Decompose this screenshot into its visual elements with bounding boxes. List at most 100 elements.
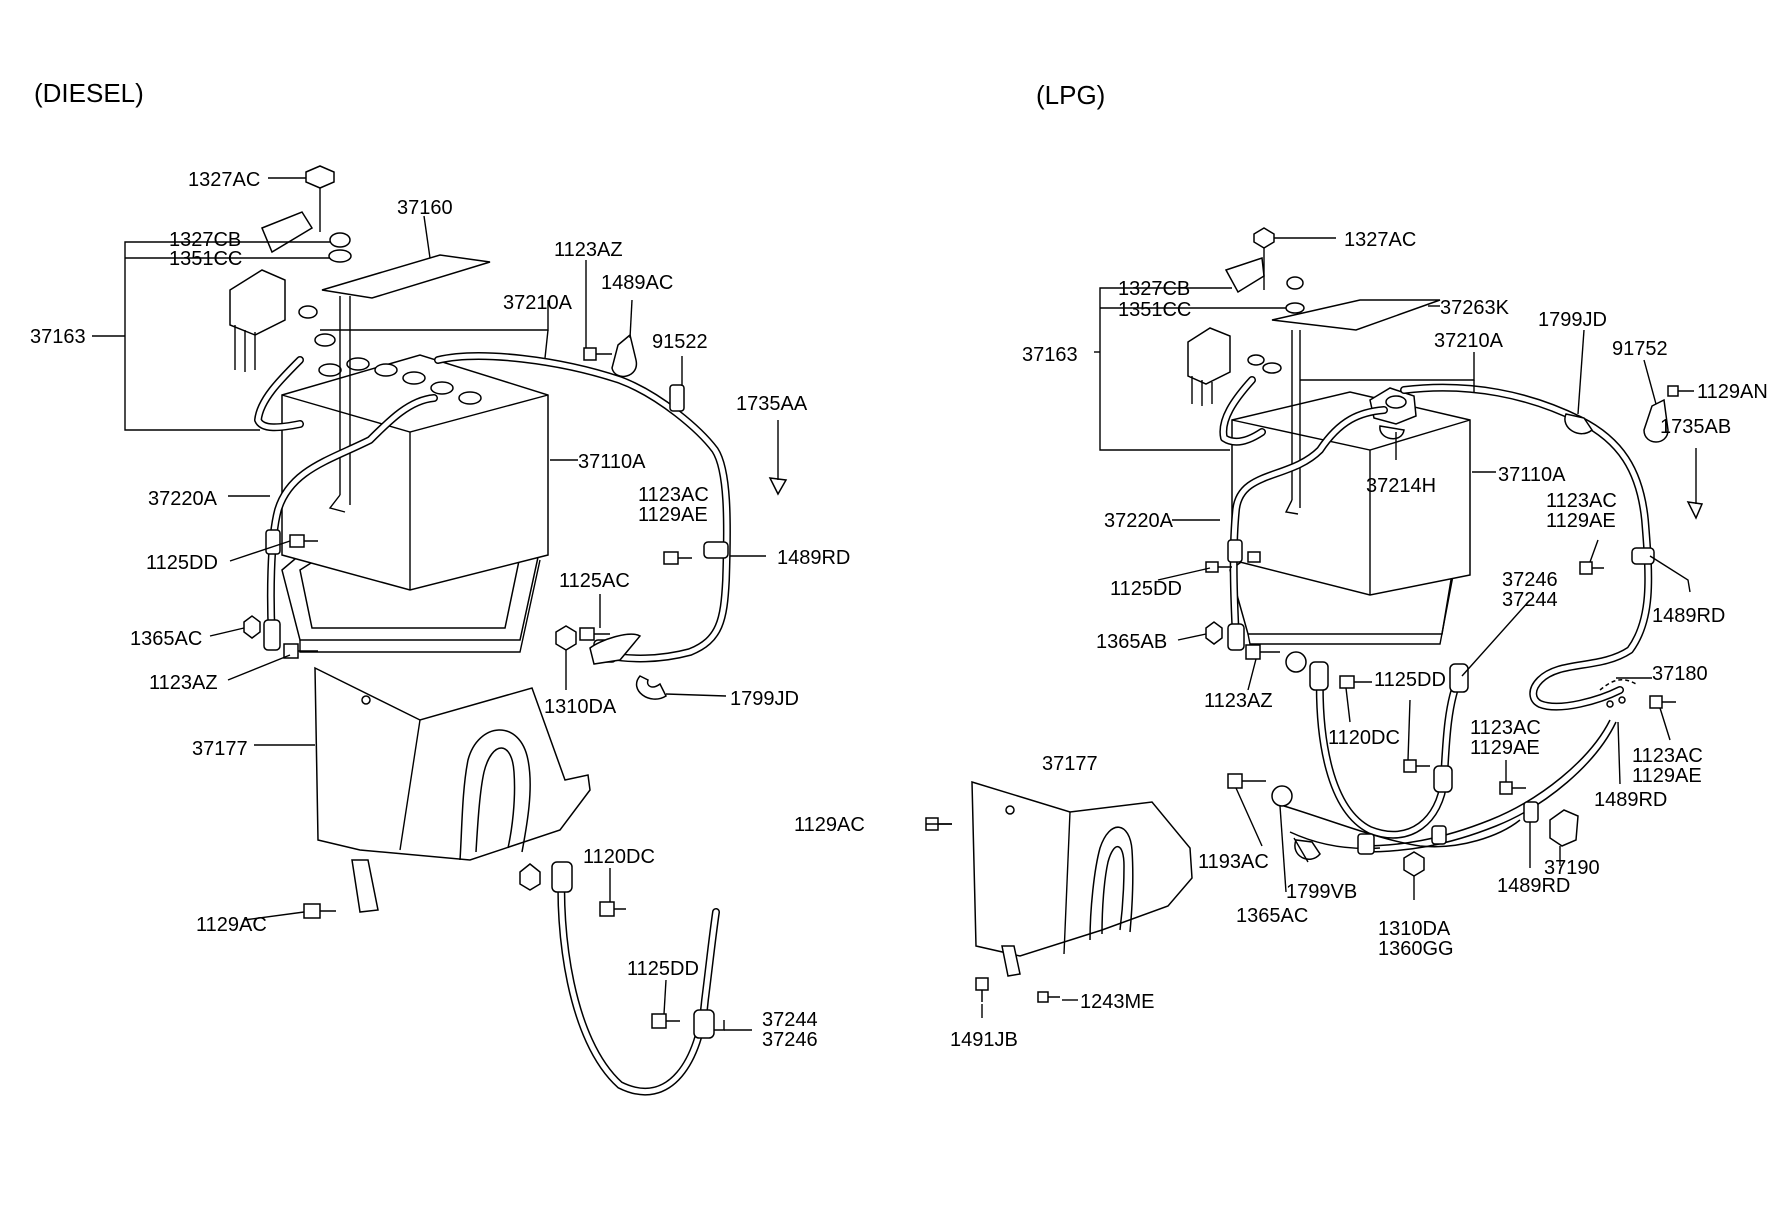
lpg-bolt-1129AN [1667, 385, 1694, 397]
diesel-bolt-1125DD-bottom [651, 1013, 680, 1029]
label-lpg-37180: 37180 [1652, 663, 1708, 685]
label-diesel-1125DD: 1125DD [146, 552, 218, 574]
label-diesel-1327AC: 1327AC [188, 169, 260, 191]
lpg-bolt-1327AC [1247, 227, 1305, 374]
diesel-positive-cable [254, 356, 438, 651]
label-lpg-37110A: 37110A [1498, 464, 1566, 486]
label-lpg-1365AC: 1365AC [1236, 905, 1308, 927]
diesel-clip-1489AC [611, 333, 637, 378]
label-diesel-37160: 37160 [397, 197, 453, 219]
diesel-bolt-1125DD [289, 534, 318, 548]
label-lpg-1123AC-b: 1123AC [1470, 717, 1541, 739]
label-diesel-37210A: 37210A [503, 292, 573, 314]
diesel-relay-box [229, 211, 314, 372]
label-lpg-1491JB: 1491JB [950, 1029, 1018, 1051]
diesel-bolt-1123AZ-top [583, 347, 612, 361]
diesel-nut-1310DA [555, 625, 577, 651]
label-lpg-1327CB: 1327CB [1118, 278, 1190, 300]
diesel-bolt-1327AC [298, 165, 352, 347]
label-diesel-37244: 37244 [762, 1009, 818, 1031]
section-title-lpg: (LPG) [1036, 80, 1105, 110]
label-lpg-1243ME: 1243ME [1080, 991, 1155, 1013]
diesel-hold-down-bracket [321, 254, 491, 513]
label-lpg-1123AC-a: 1123AC [1546, 490, 1617, 512]
diesel-ground-cable [551, 861, 720, 1096]
lpg-bolt-1123AC-c [1649, 695, 1676, 709]
label-diesel-37246: 37246 [762, 1029, 818, 1051]
lpg-bracket-37190 [1549, 809, 1579, 847]
diesel-battery [281, 354, 549, 591]
diesel-bolt-1125AC [579, 627, 642, 665]
diesel-grommet-1735AA [768, 477, 788, 496]
lpg-terminal-37214H [1369, 387, 1417, 440]
label-diesel-1365AC: 1365AC [130, 628, 202, 650]
lpg-bolt-1123AC-b [1499, 781, 1526, 795]
label-diesel-1123AZ-bottom: 1123AZ [149, 672, 218, 694]
diesel-battery-cover [314, 666, 591, 913]
label-lpg-37220A: 37220A [1104, 510, 1174, 532]
label-lpg-1129AE-a: 1129AE [1546, 510, 1616, 532]
label-diesel-1310DA: 1310DA [544, 696, 617, 718]
lpg-battery-cover [971, 780, 1193, 977]
label-lpg-1351CC: 1351CC [1118, 299, 1191, 321]
label-lpg-1489RD-b: 1489RD [1594, 789, 1667, 811]
lpg-nut-1365AB [1205, 621, 1223, 645]
label-lpg-37244: 37244 [1502, 589, 1558, 611]
label-lpg-1123AZ: 1123AZ [1204, 690, 1273, 712]
diesel-labels: (DIESEL) 1327AC 37160 1327CB 1351CC 1123… [30, 78, 850, 1051]
label-lpg-1123AC-c: 1123AC [1632, 745, 1703, 767]
lpg-plug [1285, 651, 1307, 673]
label-lpg-1129AN: 1129AN [1697, 381, 1768, 403]
lpg-bolt-1123AC-a [1579, 561, 1604, 575]
label-lpg-1489RD-c: 1489RD [1497, 875, 1570, 897]
lpg-positive-cable [1219, 376, 1388, 651]
diesel-nut-1365AC [243, 615, 261, 639]
label-lpg-1489RD-a: 1489RD [1652, 605, 1725, 627]
label-lpg-1799VB: 1799VB [1286, 881, 1357, 903]
label-diesel-1799JD: 1799JD [730, 688, 799, 710]
label-lpg-1327AC: 1327AC [1344, 229, 1416, 251]
label-diesel-1327CB: 1327CB [169, 229, 241, 251]
label-lpg-1193AC: 1193AC [1198, 851, 1269, 873]
label-diesel-37110A: 37110A [578, 451, 646, 473]
label-lpg-1125DD-b: 1125DD [1374, 669, 1446, 691]
label-lpg-37210A: 37210A [1434, 330, 1504, 352]
label-diesel-91522: 91522 [652, 331, 708, 353]
label-lpg-1799JD: 1799JD [1538, 309, 1607, 331]
label-diesel-1123AZ-top: 1123AZ [554, 239, 623, 261]
lpg-bolt-1125DD [1205, 551, 1261, 573]
label-diesel-1123AC: 1123AC [638, 484, 709, 506]
lpg-main-cable [1400, 383, 1655, 711]
label-lpg-37190: 37190 [1544, 857, 1600, 879]
diesel-bolt-1123AC [663, 551, 692, 565]
label-lpg-37163: 37163 [1022, 344, 1078, 366]
label-lpg-37263K: 37263K [1440, 297, 1510, 319]
lpg-bolt-1491JB [975, 977, 989, 1002]
label-diesel-37220A: 37220A [148, 488, 218, 510]
diesel-bolt-1123AZ-bottom [283, 643, 318, 659]
diesel-leader-lines [92, 177, 779, 1031]
lpg-bolt-1125DD-b [1403, 759, 1430, 773]
lpg-harness-37180 [1359, 678, 1637, 853]
label-lpg-37214H: 37214H [1366, 475, 1436, 497]
label-lpg-1360GG: 1360GG [1378, 938, 1454, 960]
label-diesel-1120DC: 1120DC [583, 846, 655, 868]
lpg-assembly: (LPG) 1327AC 1327CB 37263K 1351CC 1799JD… [794, 80, 1768, 1051]
diesel-washer-star [519, 863, 541, 891]
label-lpg-1120DC: 1120DC [1328, 727, 1400, 749]
lpg-leader-lines [926, 237, 1697, 1018]
lpg-ground-cable [1309, 661, 1469, 839]
diesel-clip-1799JD [635, 675, 667, 700]
label-lpg-1365AB: 1365AB [1096, 631, 1167, 653]
lpg-nut-1310DA [1403, 851, 1425, 877]
label-diesel-1125AC: 1125AC [559, 570, 630, 592]
label-lpg-1129AE-b: 1129AE [1470, 737, 1540, 759]
label-lpg-91752: 91752 [1612, 338, 1668, 360]
label-lpg-1735AB: 1735AB [1660, 416, 1731, 438]
label-diesel-1735AA: 1735AA [736, 393, 808, 415]
lpg-lower-harness [1271, 785, 1521, 860]
lpg-bolt-1120DC [1339, 675, 1372, 689]
lpg-grommet-1735AB [1686, 501, 1704, 520]
label-lpg-37246: 37246 [1502, 569, 1558, 591]
